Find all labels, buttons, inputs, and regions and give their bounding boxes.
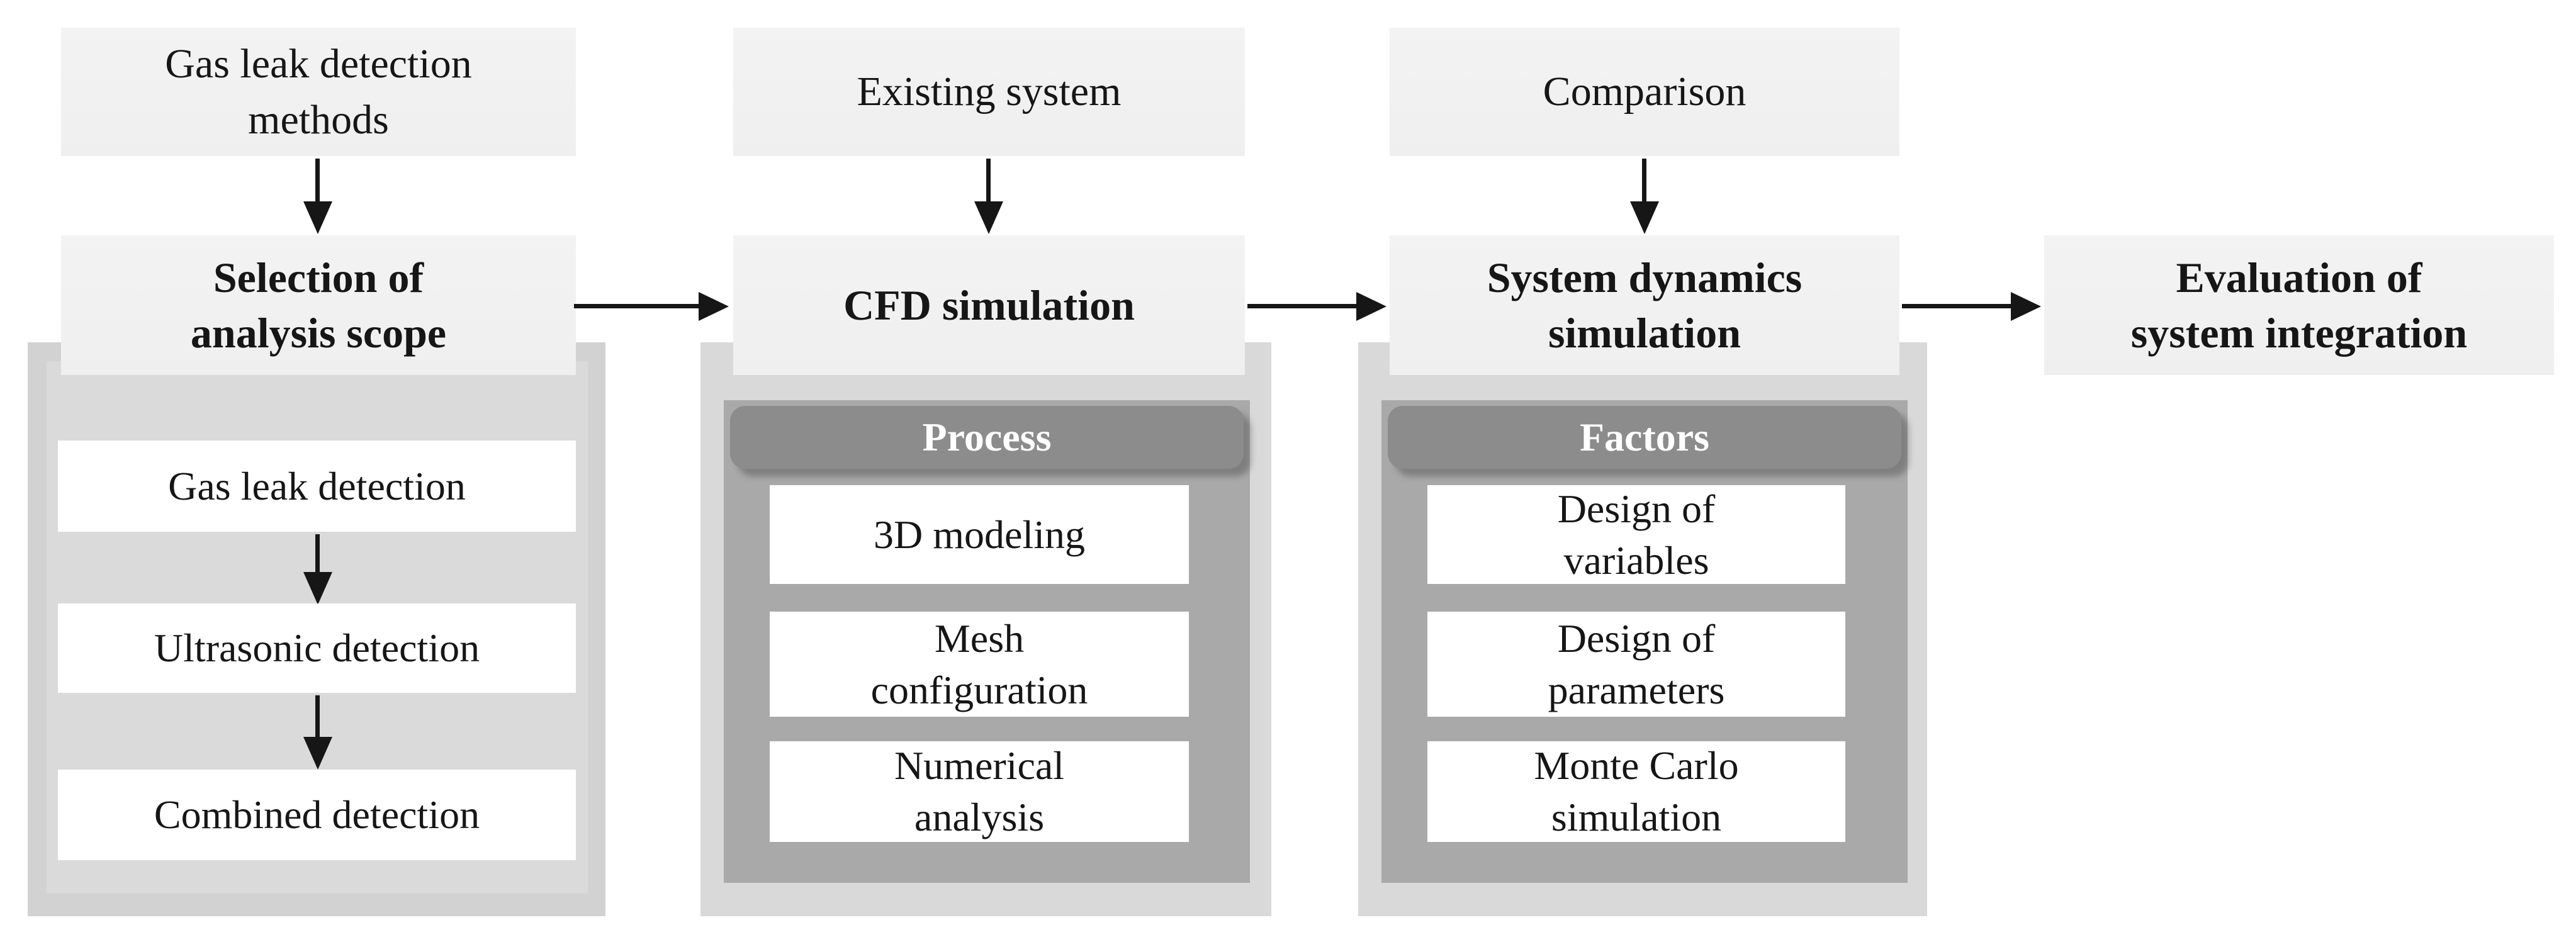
- item-combined-detection: Combined detection: [58, 770, 576, 860]
- item-3d-modeling: 3D modeling: [770, 485, 1189, 584]
- item-numerical-analysis: Numerical analysis: [770, 741, 1189, 842]
- arrow-down-methods-to-selection: [315, 159, 320, 201]
- header-factors: Factors: [1388, 406, 1901, 469]
- arrow-down-existing-to-cfd: [986, 159, 991, 201]
- arrow-right-cfd-to-system-dynamics: [1247, 304, 1356, 308]
- item-mesh-configuration: Mesh configuration: [770, 612, 1189, 717]
- item-ultrasonic-detection: Ultrasonic detection: [58, 603, 576, 693]
- item-design-of-parameters: Design of parameters: [1427, 612, 1845, 717]
- item-gas-leak-detection: Gas leak detection: [58, 440, 576, 532]
- arrow-down-gas-leak-to-ultrasonic: [315, 534, 320, 572]
- box-cfd-simulation: CFD simulation: [733, 235, 1245, 375]
- arrow-right-selection-to-cfd: [574, 304, 699, 308]
- box-existing-system: Existing system: [733, 28, 1245, 156]
- item-monte-carlo-simulation: Monte Carlo simulation: [1427, 741, 1845, 842]
- box-selection-of-analysis-scope: Selection of analysis scope: [61, 235, 576, 375]
- box-gas-leak-detection-methods: Gas leak detection methods: [61, 28, 576, 156]
- box-comparison: Comparison: [1390, 28, 1899, 156]
- box-system-dynamics-simulation: System dynamics simulation: [1390, 235, 1899, 375]
- arrow-down-comparison-to-system-dynamics: [1642, 159, 1646, 201]
- item-design-of-variables: Design of variables: [1427, 485, 1845, 584]
- arrow-right-system-dynamics-to-evaluation: [1902, 304, 2011, 308]
- arrow-down-ultrasonic-to-combined: [315, 695, 320, 737]
- box-evaluation-of-system-integration: Evaluation of system integration: [2044, 235, 2554, 375]
- header-process: Process: [730, 406, 1244, 469]
